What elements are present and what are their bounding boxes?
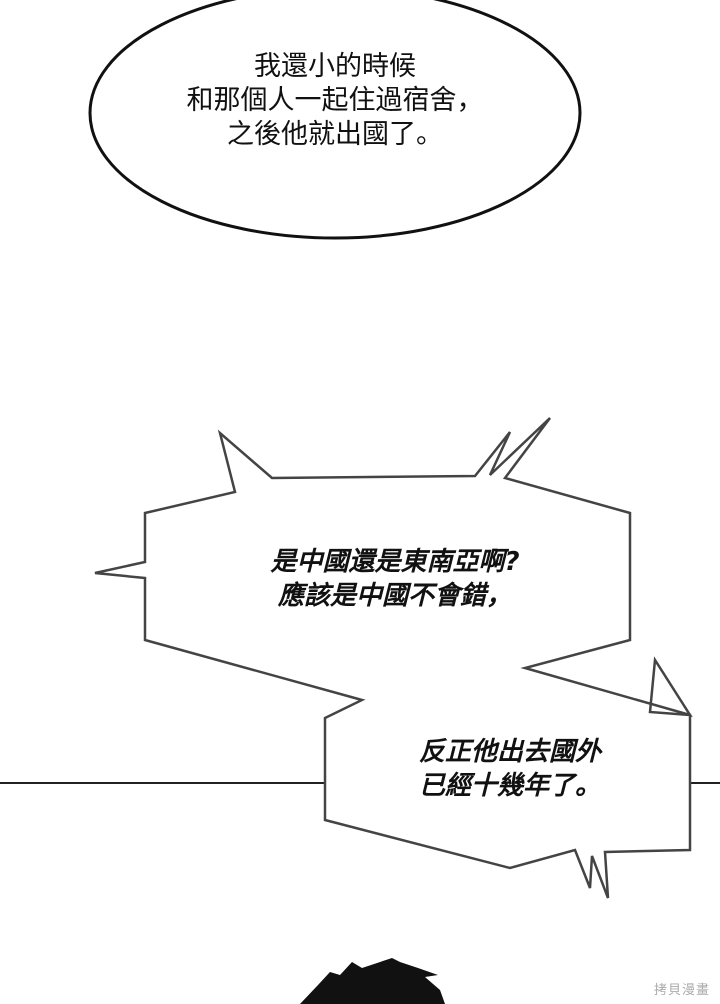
dialogue-line: 反正他出去國外 <box>418 737 601 767</box>
watermark: 拷貝漫畫 <box>653 983 710 998</box>
dialogue-line: 我還小的時候 <box>254 51 416 82</box>
speech-bubble-1-text: 我還小的時候 和那個人一起住過宿舍， 之後他就出國了。 <box>150 50 520 152</box>
dialogue-line: 和那個人一起住過宿舍， <box>186 85 484 116</box>
dialogue-line: 應該是中國不會錯， <box>277 581 512 611</box>
character-hair <box>300 958 445 1004</box>
dialogue-line: 之後他就出國了。 <box>227 119 443 150</box>
speech-bubble-3-text: 反正他出去國外 已經十幾年了。 <box>380 735 640 803</box>
dialogue-line: 是中國還是東南亞啊? <box>270 547 520 577</box>
shout-bubble <box>94 417 693 899</box>
speech-bubble-2-text: 是中國還是東南亞啊? 應該是中國不會錯， <box>220 545 570 613</box>
speech-bubble-oval <box>88 0 582 240</box>
dialogue-line: 已經十幾年了。 <box>418 771 601 801</box>
